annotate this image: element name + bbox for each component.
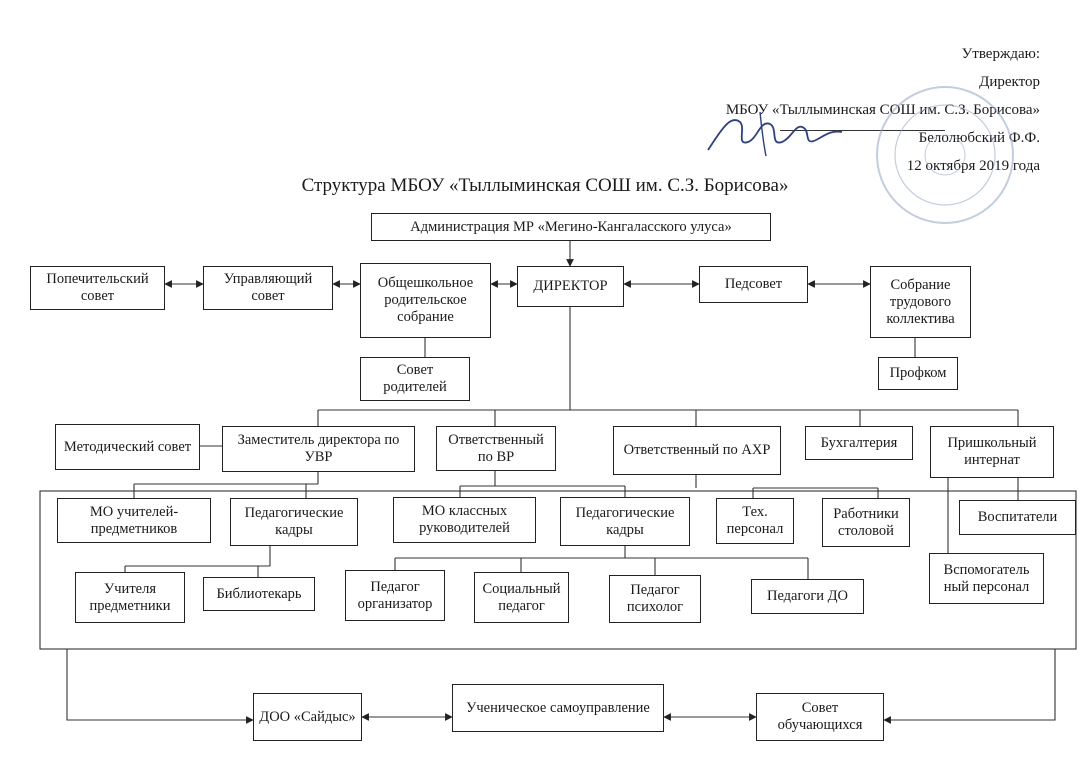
box-otv-vr: Ответственный по ВР xyxy=(436,426,556,471)
box-popechitelsky-sovet: Попечительский совет xyxy=(30,266,165,310)
box-zam-uvr: Заместитель директора по УВР xyxy=(222,426,415,472)
box-mo-klassnyh: МО классных руководителей xyxy=(393,497,536,543)
box-internat: Пришкольный интернат xyxy=(930,426,1054,478)
box-teh-personal: Тех. персонал xyxy=(716,498,794,544)
box-pedsovet: Педсовет xyxy=(699,266,808,303)
box-rabotniki-stolovoy: Работники столовой xyxy=(822,498,910,547)
box-profkom: Профком xyxy=(878,357,958,390)
box-uchenicheskoe-samoupravlenie: Ученическое самоуправление xyxy=(452,684,664,732)
box-uchitelya: Учителя предметники xyxy=(75,572,185,623)
approval-line-position: Директор xyxy=(979,74,1040,90)
box-upravlyayushchy-sovet: Управляющий совет xyxy=(203,266,333,310)
box-sovet-obuchayushchihsya: Совет обучающихся xyxy=(756,693,884,741)
box-vspomogatelny-personal: Вспомогатель ный персонал xyxy=(929,553,1044,604)
box-otv-ahr: Ответственный по АХР xyxy=(613,426,781,475)
box-bibliotekar: Библиотекарь xyxy=(203,577,315,611)
box-buhgalteria: Бухгалтерия xyxy=(805,426,913,460)
signature-icon xyxy=(707,111,843,157)
box-mo-uchiteley: МО учителей-предметников xyxy=(57,498,211,543)
box-director: ДИРЕКТОР xyxy=(517,266,624,307)
approval-line-school: МБОУ «Тыллыминская СОШ им. С.З. Борисова… xyxy=(725,102,1040,118)
box-sovet-roditeley: Совет родителей xyxy=(360,357,470,401)
approval-block: Утверждаю: Директор МБОУ «Тыллыминская С… xyxy=(620,40,1040,224)
box-obshcheshkolnoe-sobranie: Общешкольное родительское собрание xyxy=(360,263,491,338)
approval-line-date: 12 октября 2019 года xyxy=(906,158,1040,174)
box-administration: Администрация МР «Мегино-Кангаласского у… xyxy=(371,213,771,241)
box-ped-kadry-vr: Педагогические кадры xyxy=(560,497,690,546)
page-title: Структура МБОУ «Тыллыминская СОШ им. С.З… xyxy=(301,175,789,196)
box-vospitateli: Воспитатели xyxy=(959,500,1076,535)
box-ped-organizator: Педагог организатор xyxy=(345,570,445,621)
box-pedagogi-do: Педагоги ДО xyxy=(751,579,864,614)
box-ped-kadry-uvr: Педагогические кадры xyxy=(230,498,358,546)
box-metodichesky-sovet: Методический совет xyxy=(55,424,200,470)
approval-line-approve: Утверждаю: xyxy=(961,46,1040,62)
box-doo-saydys: ДОО «Сайдыс» xyxy=(253,693,362,741)
box-ped-psiholog: Педагог психолог xyxy=(609,575,701,623)
box-socialny-pedagog: Социальный педагог xyxy=(474,572,569,623)
signature-line xyxy=(780,130,945,131)
stamp-icon xyxy=(876,86,1014,224)
box-sobranie-kollektiva: Собрание трудового коллектива xyxy=(870,266,971,338)
